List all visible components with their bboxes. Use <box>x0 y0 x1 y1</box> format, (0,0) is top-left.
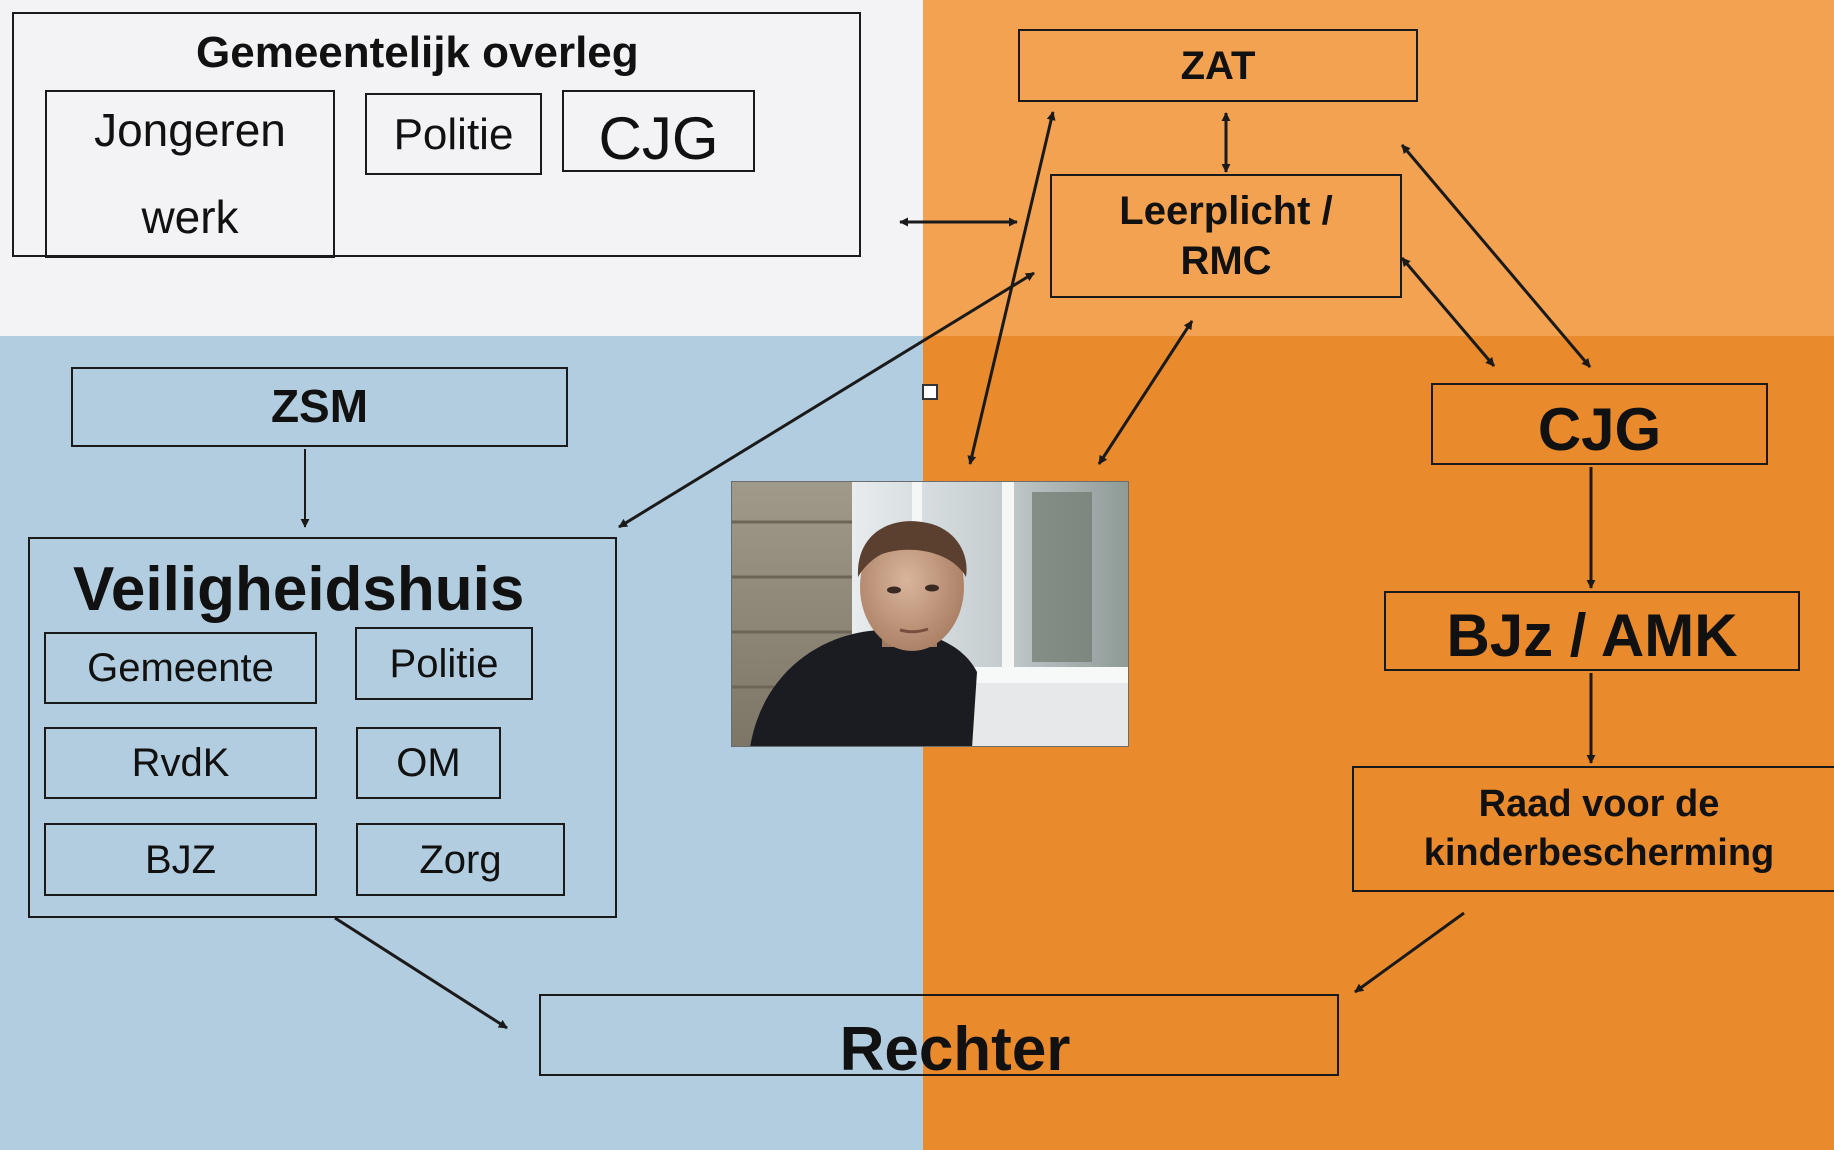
leerplicht-line2: RMC <box>1180 239 1272 283</box>
zorg-box: Zorg <box>356 823 565 896</box>
leerplicht-rmc-box: Leerplicht / RMC <box>1050 174 1402 298</box>
politie-vh-box: Politie <box>355 627 533 700</box>
cjg-top-box: CJG <box>562 90 755 172</box>
bjz-box: BJZ <box>44 823 317 896</box>
veiligheidshuis-box <box>28 537 617 918</box>
jongerenwerk-box: Jongeren werk <box>45 90 335 258</box>
jongerenwerk-line1: Jongeren <box>94 103 286 156</box>
politie-top-box: Politie <box>365 93 542 175</box>
raad-line2: kinderbescherming <box>1423 832 1775 874</box>
teenage-boy-photo <box>731 481 1129 747</box>
raad-kinderbescherming-box: Raad voor de kinderbescherming <box>1352 766 1834 892</box>
zsm-box: ZSM <box>71 367 568 447</box>
cjg-right-box: CJG <box>1431 383 1768 465</box>
rvdk-box: RvdK <box>44 727 317 799</box>
leerplicht-line1: Leerplicht / <box>1119 189 1333 233</box>
gemeente-box: Gemeente <box>44 632 317 704</box>
gemeentelijk-overleg-title: Gemeentelijk overleg <box>196 28 639 77</box>
gemeentelijk-overleg-box <box>12 12 861 257</box>
om-box: OM <box>356 727 501 799</box>
zat-box: ZAT <box>1018 29 1418 102</box>
raad-line1: Raad voor de <box>1478 783 1720 826</box>
background-top-right <box>923 0 1834 336</box>
bjz-amk-box: BJz / AMK <box>1384 591 1800 671</box>
jongerenwerk-line2: werk <box>141 191 239 243</box>
rechter-box: Rechter <box>539 994 1339 1084</box>
veiligheidshuis-title: Veiligheidshuis <box>73 555 525 624</box>
small-handle-square <box>922 384 938 400</box>
